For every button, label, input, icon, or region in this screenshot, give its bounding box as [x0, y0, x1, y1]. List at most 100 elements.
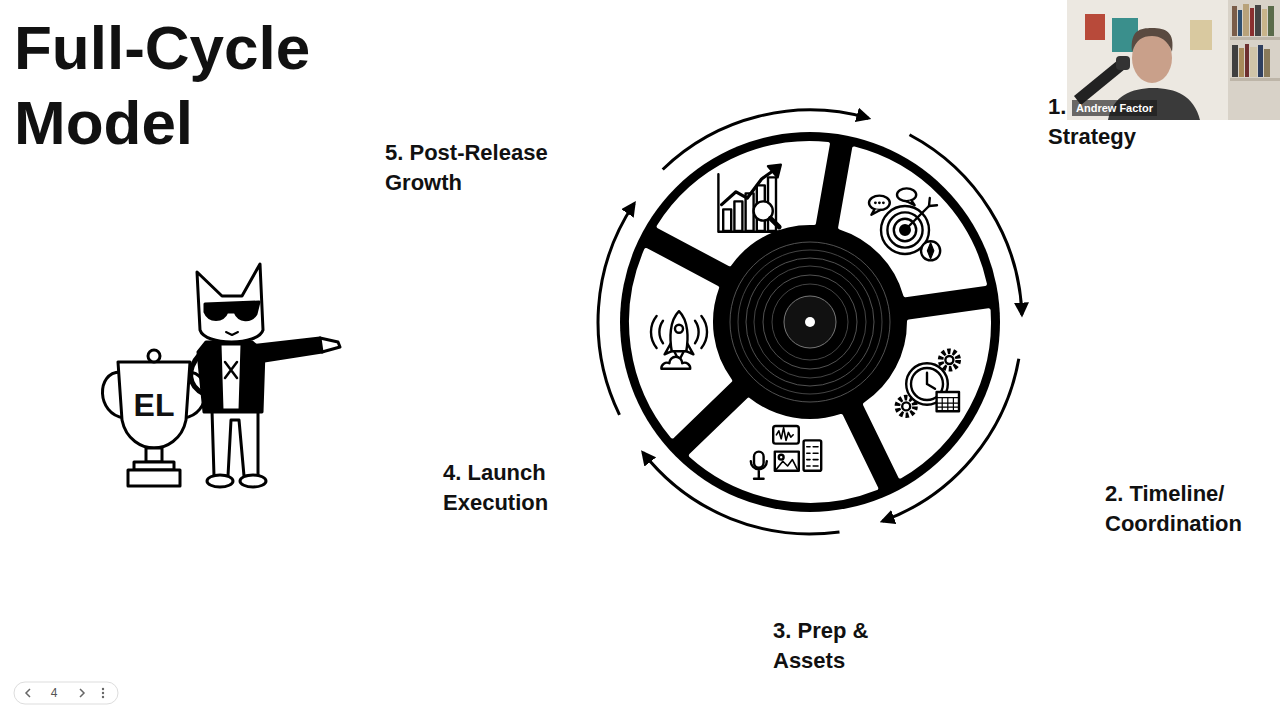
strategy-target-icon: [929, 198, 937, 206]
webcam-video: [1268, 6, 1274, 36]
webcam-video: [1245, 44, 1249, 77]
timeline-clock-icon: [937, 392, 959, 411]
strategy-target-icon: [883, 202, 885, 204]
growth-chart-icon: [768, 165, 781, 178]
speaker-name: Andrew Factor: [1072, 100, 1157, 116]
vinyl-record: [754, 266, 866, 378]
webcam-video: [1255, 5, 1261, 36]
prep-assets-icon: [773, 426, 799, 444]
vinyl-record: [772, 284, 848, 360]
cycle-wheel: [620, 132, 1000, 512]
slide-navigator: [14, 682, 118, 704]
launch-rocket-icon: [651, 311, 707, 369]
prep-assets-icon: [779, 455, 784, 460]
timeline-clock-icon: [945, 356, 953, 364]
slide-navigator: [26, 689, 30, 697]
mascot-with-trophy: [250, 338, 322, 362]
mascot-with-trophy: [225, 362, 237, 378]
mascot-with-trophy: [212, 410, 258, 476]
prep-assets-icon: [775, 452, 799, 471]
webcam-video: [1238, 10, 1242, 36]
prep-assets-icon: [754, 452, 764, 468]
webcam-video: [1250, 47, 1257, 77]
trophy-letters: EL: [134, 388, 175, 422]
mascot-with-trophy: [191, 354, 204, 394]
mascot-with-trophy: [102, 264, 340, 487]
vinyl-record: [784, 296, 836, 348]
prep-assets-icon: [751, 426, 821, 479]
slide-navigator: [102, 692, 104, 694]
timeline-clock-icon: [927, 373, 935, 389]
step-label: 2. Timeline/ Coordination: [1105, 479, 1260, 539]
vinyl-record: [746, 258, 874, 386]
prep-assets-icon: [807, 447, 818, 466]
wheel-segment: [628, 247, 733, 440]
timeline-clock-icon: [897, 351, 959, 415]
growth-chart-icon: [734, 201, 742, 231]
growth-chart-icon: [770, 218, 779, 227]
step-label: 3. Prep & Assets: [773, 616, 903, 676]
mascot-with-trophy: [197, 264, 263, 342]
prep-assets-icon: [751, 461, 767, 479]
strategy-target-icon: [869, 196, 890, 210]
step-label: 5. Post-Release Growth: [385, 138, 570, 198]
webcam-video: [1067, 0, 1280, 120]
prep-assets-icon: [776, 460, 797, 470]
vinyl-record: [722, 234, 898, 410]
vinyl-record: [722, 234, 898, 410]
prep-assets-icon: [804, 440, 822, 470]
vinyl-record: [730, 242, 890, 402]
timeline-clock-icon: [941, 351, 959, 369]
timeline-clock-icon: [902, 402, 910, 410]
webcam-video: [1116, 56, 1130, 70]
cycle-arrows: [598, 110, 1022, 534]
growth-chart-icon: [722, 171, 773, 205]
webcam-video: [1067, 0, 1280, 120]
timeline-clock-icon: [937, 398, 959, 412]
strategy-target-icon: [897, 188, 916, 201]
webcam-video: [1243, 4, 1249, 36]
growth-chart-icon: [723, 209, 731, 231]
step-label: 4. Launch Execution: [443, 458, 573, 518]
mascot-with-trophy: [320, 338, 340, 352]
strategy-target-icon: [921, 241, 940, 260]
slide-navigator: [80, 689, 84, 697]
webcam-video: [1239, 48, 1244, 77]
webcam-video: [1085, 14, 1105, 40]
strategy-target-icon: [869, 188, 940, 260]
vinyl-record: [805, 317, 815, 327]
mascot-with-trophy: [226, 332, 238, 335]
strategy-target-icon: [871, 209, 880, 215]
webcam-video: [1190, 20, 1212, 50]
webcam-video: [1228, 0, 1280, 120]
slide-navigator: [102, 688, 104, 690]
page-number: 4: [51, 686, 58, 700]
webcam-video: [1250, 8, 1254, 36]
strategy-target-icon: [875, 202, 877, 204]
launch-rocket-icon: [675, 325, 683, 333]
webcam-video: [1132, 28, 1173, 52]
webcam-video: [1232, 45, 1238, 77]
mascot-with-trophy: [146, 448, 162, 462]
mascot-with-trophy: [220, 344, 242, 410]
slide-navigator: [14, 682, 118, 704]
launch-rocket-icon: [661, 357, 690, 369]
prep-assets-icon: [776, 428, 793, 441]
launch-rocket-icon: [670, 311, 687, 351]
cycle-arrow: [663, 110, 869, 170]
mascot-with-trophy: [207, 475, 233, 487]
strategy-target-icon: [879, 202, 881, 204]
vinyl-record: [738, 250, 882, 394]
strategy-target-icon: [927, 243, 933, 259]
mascot-with-trophy: [118, 362, 190, 448]
vinyl-record: [763, 275, 857, 369]
growth-chart-icon: [718, 174, 784, 232]
webcam-video: [1262, 9, 1267, 36]
mascot-with-trophy: [240, 475, 266, 487]
cycle-arrow: [598, 204, 634, 415]
webcam-video: [1264, 49, 1270, 77]
webcam-video: [1232, 6, 1237, 36]
strategy-target-icon: [907, 200, 915, 205]
mascot-with-trophy: [205, 302, 259, 320]
